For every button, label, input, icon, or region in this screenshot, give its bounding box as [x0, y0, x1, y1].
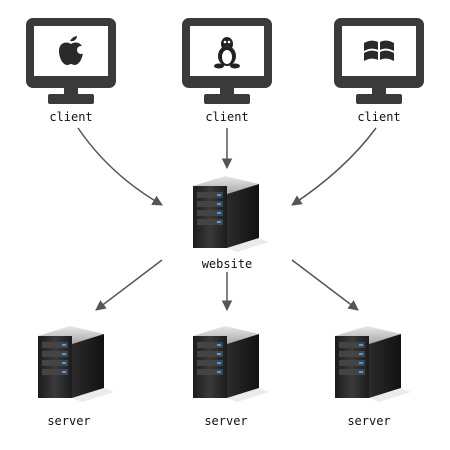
client-windows-monitor — [334, 18, 424, 104]
client-windows-label: client — [357, 110, 401, 124]
client-linux-label: client — [205, 110, 249, 124]
server-left-icon — [38, 326, 114, 402]
arrow-website-to-server-right — [291, 259, 359, 311]
client-linux-monitor — [182, 18, 272, 104]
website-server-icon — [193, 176, 269, 252]
arrow-mac-to-website — [77, 127, 163, 206]
website-label: website — [201, 257, 253, 271]
client-mac-label: client — [49, 110, 93, 124]
server-center-icon — [193, 326, 269, 402]
client-mac-monitor — [26, 18, 116, 104]
apple-icon — [59, 36, 85, 65]
arrow-windows-to-website — [291, 127, 377, 206]
linux-tux-icon — [214, 37, 240, 69]
server-center-label: server — [204, 414, 248, 428]
windows-icon — [364, 40, 394, 61]
server-left-label: server — [47, 414, 91, 428]
arrow-website-to-server-left — [95, 259, 163, 311]
server-right-icon — [335, 326, 411, 402]
server-right-label: server — [347, 414, 391, 428]
